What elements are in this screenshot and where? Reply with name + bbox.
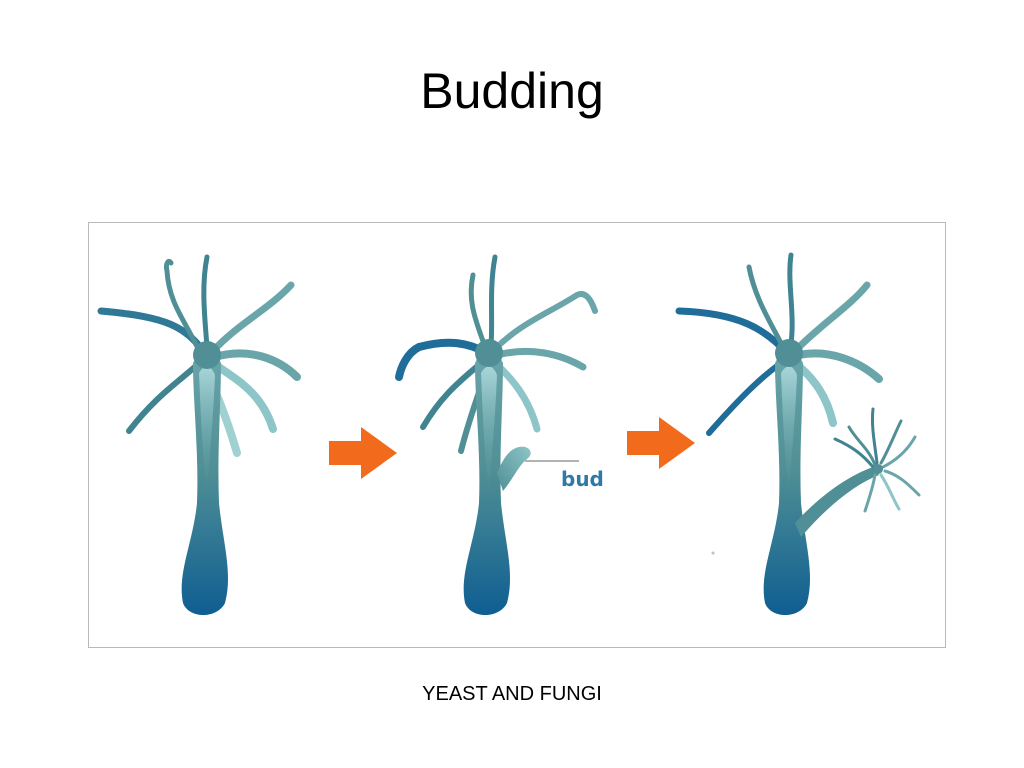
slide-title: Budding [420, 63, 604, 119]
caption: YEAST AND FUNGI [422, 683, 602, 705]
bud-label: bud [561, 467, 604, 491]
hydra-stage-3 [675, 252, 921, 615]
budding-illustration: bud [97, 252, 921, 615]
budding-diagram: bud [88, 222, 946, 648]
hydra-stage-1 [97, 254, 301, 615]
hydra-stage-2: bud [395, 254, 604, 615]
grown-bud-stalk [795, 467, 879, 537]
grown-bud-head [833, 407, 921, 513]
bud-shape [497, 446, 531, 491]
arrow-2 [627, 417, 695, 469]
arrow-1 [329, 427, 397, 479]
